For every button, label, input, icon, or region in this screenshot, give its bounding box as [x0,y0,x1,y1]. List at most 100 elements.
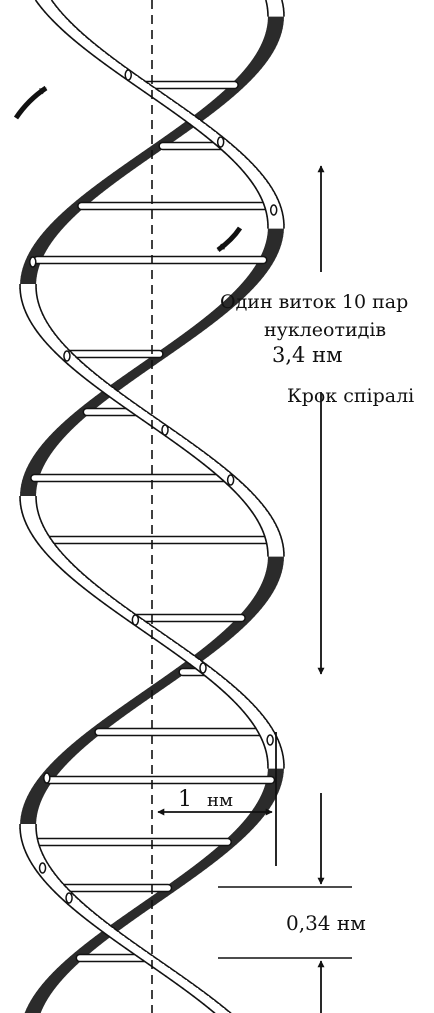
strand-b-segment [91,184,113,189]
strand-b-edge [282,0,283,5]
base-pair-rung [44,537,274,544]
strand-b-segment [159,136,182,141]
strand-a-segment [21,484,38,489]
strand-b-segment [203,644,225,649]
strand-a-segment [27,1004,45,1009]
strand-b-segment [21,296,38,301]
strand-a-segment [134,904,157,909]
strand-b-edge [267,4,268,9]
strand-b-segment [267,544,284,549]
strand-b-segment [50,220,70,225]
strand-b-segment [208,100,230,105]
strand-b-segment [24,308,42,313]
strand-b-segment [72,740,93,745]
strand-a-segment [20,492,36,497]
strand-b-segment [34,240,53,245]
sugar-marker-icon [44,773,50,783]
strand-a-edge [266,212,267,217]
strand-b-segment [257,588,276,593]
strand-b-segment [266,28,283,33]
strand-b-segment [268,16,284,21]
strand-b-segment [254,592,273,597]
strand-b-segment [47,764,67,769]
strand-a-segment [256,800,275,805]
strand-a-segment [229,832,250,837]
pitch-value-label: 3,4 нм [272,343,342,367]
strand-b-segment [242,68,262,73]
strand-b-segment [97,180,119,185]
strand-a-segment [65,416,86,421]
strand-b-edge [266,0,267,5]
pitch-name-label: Крок спіралі [287,385,414,407]
strand-a-segment [260,196,278,201]
strand-b-edge [37,296,38,301]
strand-a-segment [49,972,69,977]
strand-b-segment [130,696,153,701]
strand-a-edge [267,756,268,761]
strand-b-segment [226,624,247,629]
sugar-marker-icon [64,351,70,361]
strand-b-segment [27,792,45,797]
strand-b-segment [108,172,130,177]
strand-a-segment [233,828,253,833]
strand-b-segment [124,160,147,165]
strand-b-edge [20,832,21,837]
strand-b-segment [257,48,276,53]
strand-a-segment [75,948,97,953]
base-pair-rung [34,257,267,264]
sugar-marker-icon [66,893,72,903]
strand-a-edge [282,752,283,757]
strand-b-segment [22,840,39,845]
strand-a-segment [265,240,282,245]
strand-a-segment [190,324,212,329]
strand-b-segment [20,832,37,837]
strand-a-segment [268,224,284,229]
strand-b-segment [108,712,130,717]
strand-b-segment [20,820,36,825]
strand-b-edge [266,540,267,545]
strand-a-edge [282,212,283,217]
strand-b-segment [20,824,36,829]
strand-b-segment [266,0,283,5]
strand-b-segment [37,236,56,241]
strand-b-segment [268,552,284,557]
strand-b-segment [165,132,188,137]
base-pair-rung [45,777,274,784]
strand-a-segment [33,992,52,997]
strand-b-segment [245,604,265,609]
strand-a-segment [28,460,47,465]
strand-a-segment [196,860,218,865]
strand-a-segment [84,400,106,405]
strand-a-segment [45,976,65,981]
strand-a-segment [180,332,202,337]
strand-b-segment [252,56,271,61]
radius-value-label: 1 [178,787,192,812]
strand-a-segment [31,456,50,461]
strand-b-segment [43,768,63,773]
strand-b-edge [283,544,284,549]
strand-b-segment [265,536,282,541]
strand-b-segment [21,268,38,273]
strand-a-segment [185,328,207,333]
strand-b-segment [21,272,38,277]
strand-a-segment [84,940,106,945]
strand-b-segment [58,752,79,757]
strand-b-segment [147,684,170,689]
strand-a-segment [134,364,157,369]
strand-a-segment [39,444,59,449]
strand-a-segment [36,448,55,453]
strand-a-edge [266,752,267,757]
strand-b-segment [261,580,279,585]
strand-b-segment [142,688,165,693]
strand-b-edge [36,292,37,297]
strand-b-segment [32,244,51,249]
strand-a-segment [33,452,52,457]
sugar-marker-icon [30,257,36,267]
strand-b-segment [32,784,51,789]
strand-b-segment [24,800,42,805]
strand-a-segment [206,852,228,857]
strand-b-segment [259,584,277,589]
strand-b-segment [217,632,238,637]
strand-b-segment [213,636,234,641]
